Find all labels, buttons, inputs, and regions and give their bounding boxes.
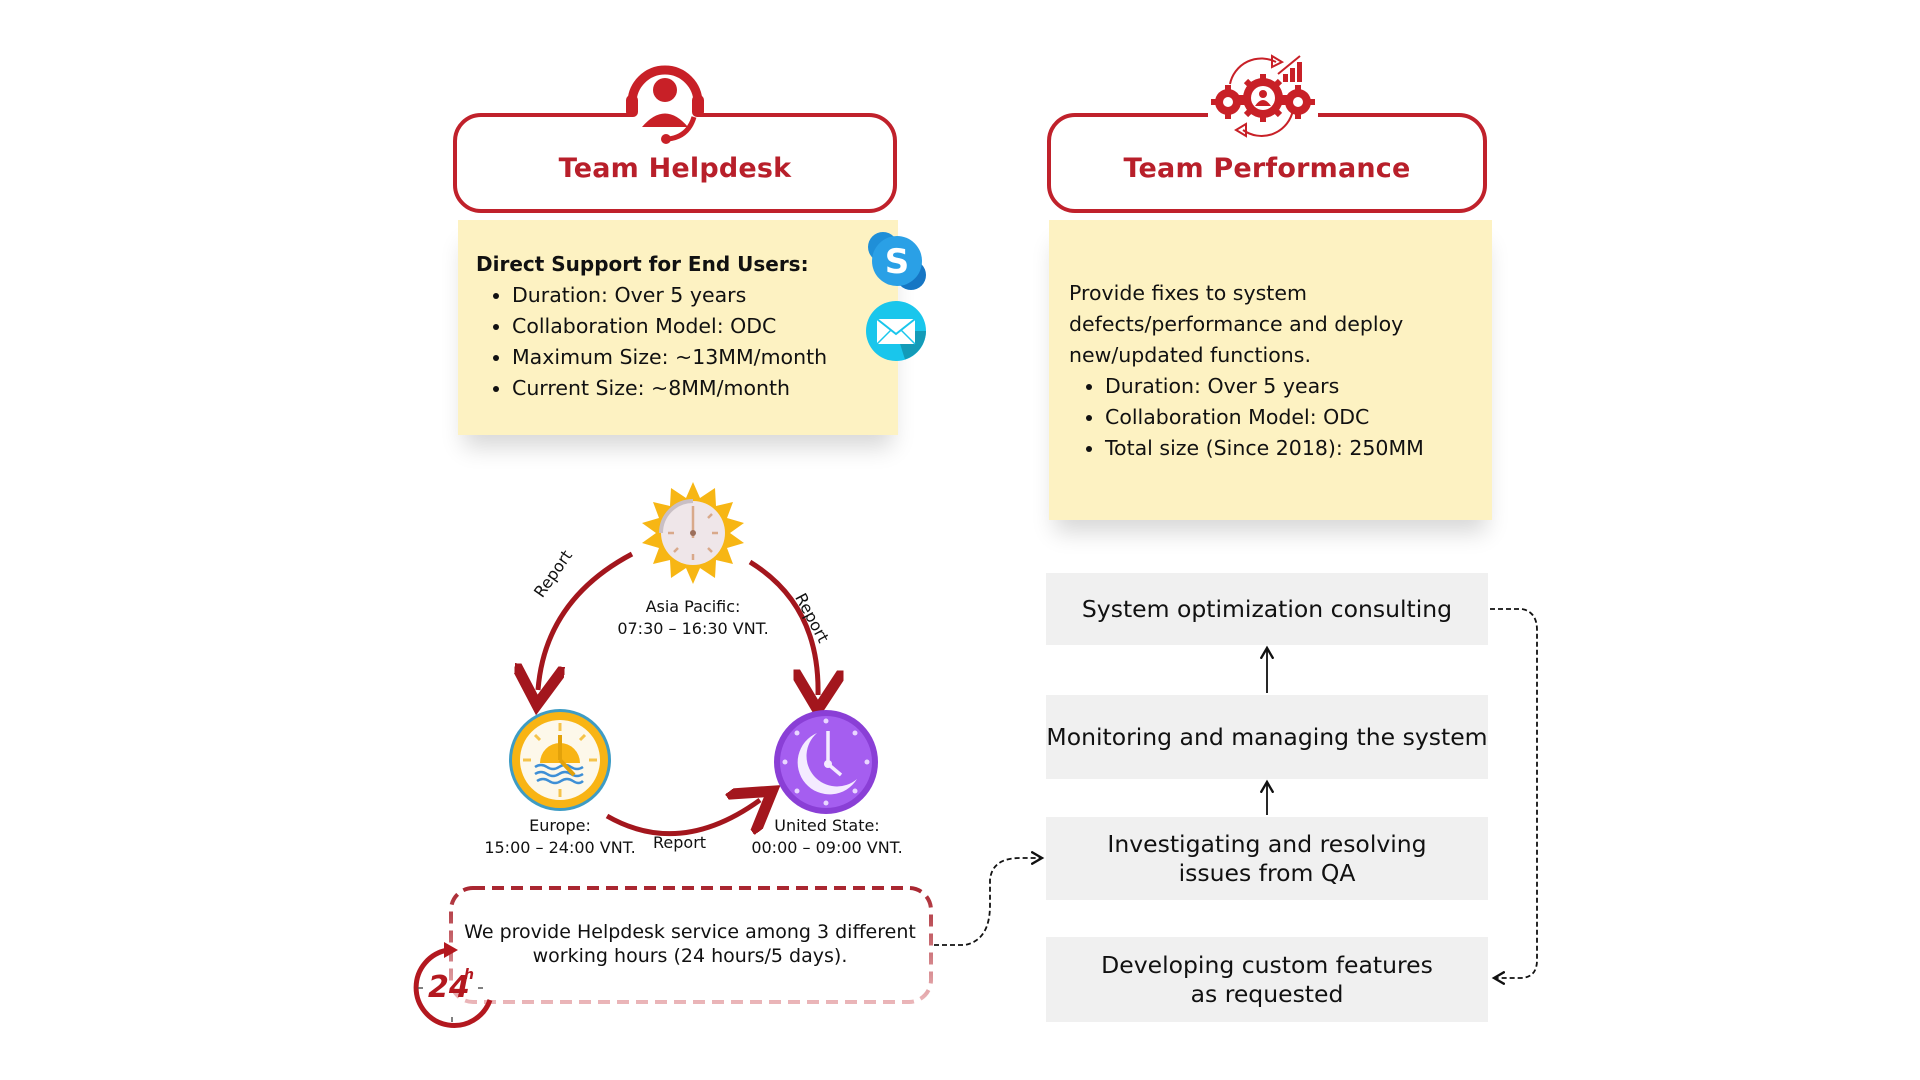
helpdesk-note: Direct Support for End Users: Duration: … <box>458 220 898 435</box>
performance-description-line: Provide fixes to system <box>1069 281 1307 305</box>
service-note: We provide Helpdesk service among 3 diff… <box>448 885 932 1003</box>
team-helpdesk-title: Team Helpdesk <box>558 152 792 184</box>
sun-clock-icon <box>642 482 744 584</box>
list-item: Collaboration Model: ODC <box>1105 402 1492 433</box>
sunset-clock-icon <box>509 709 611 811</box>
24h-clock-icon: 24 h <box>406 942 496 1032</box>
list-item: Duration: Over 5 years <box>1105 371 1492 402</box>
24h-badge-number: 24 <box>428 970 470 1005</box>
region-name: United State: <box>774 816 880 835</box>
headset-support-icon <box>626 59 704 144</box>
report-arrow-asia-to-europe <box>538 551 634 690</box>
performance-description-line: new/updated functions. <box>1069 343 1311 367</box>
performance-description-line: defects/performance and deploy <box>1069 312 1404 336</box>
service-note-line: We provide Helpdesk service among 3 diff… <box>464 921 916 943</box>
performance-details-list: Duration: Over 5 years Collaboration Mod… <box>1069 371 1492 464</box>
report-arrow-asia-to-us <box>748 559 818 695</box>
dashed-arrow-service-to-investigating <box>934 858 1042 946</box>
region-caption-us: United State: 00:00 – 09:00 VNT. <box>727 815 927 859</box>
24h-badge-unit: h <box>464 967 474 983</box>
region-caption-asia: Asia Pacific: 07:30 – 16:30 VNT. <box>593 596 793 640</box>
email-icon <box>866 301 926 361</box>
service-note-line: working hours (24 hours/5 days). <box>532 945 848 967</box>
report-label-bottom: Report <box>653 833 707 852</box>
list-item: Current Size: ~8MM/month <box>512 373 898 404</box>
flow-step-label: Monitoring and managing the system <box>1046 722 1488 751</box>
region-name: Asia Pacific: <box>645 597 741 616</box>
list-item: Total size (Since 2018): 250MM <box>1105 433 1492 464</box>
performance-note: Provide fixes to system defects/performa… <box>1049 220 1492 520</box>
region-hours: 00:00 – 09:00 VNT. <box>751 838 903 857</box>
team-performance-title: Team Performance <box>1123 152 1411 184</box>
dashed-arrow-optimization-to-developing <box>1490 608 1538 978</box>
region-caption-europe: Europe: 15:00 – 24:00 VNT. <box>460 815 660 859</box>
svg-text:S: S <box>885 242 910 282</box>
region-hours: 07:30 – 16:30 VNT. <box>617 619 769 638</box>
flow-step-developing: Developing custom features as requested <box>1046 937 1488 1022</box>
report-arrow-europe-to-us <box>605 800 760 837</box>
list-item: Collaboration Model: ODC <box>512 311 898 342</box>
region-name: Europe: <box>529 816 591 835</box>
flow-step-label: Developing custom features as requested <box>1101 950 1433 1008</box>
flow-step-optimization: System optimization consulting <box>1046 573 1488 645</box>
team-performance-header: Team Performance <box>1047 113 1487 213</box>
moon-clock-icon <box>774 710 878 814</box>
gears-performance-icon <box>1208 54 1318 138</box>
service-note-border <box>449 886 933 1004</box>
flow-step-label: System optimization consulting <box>1081 594 1453 623</box>
flow-step-investigating: Investigating and resolving issues from … <box>1046 817 1488 900</box>
list-item: Duration: Over 5 years <box>512 280 898 311</box>
flow-step-label: Investigating and resolving issues from … <box>1107 829 1427 887</box>
list-item: Maximum Size: ~13MM/month <box>512 342 898 373</box>
helpdesk-details-list: Duration: Over 5 years Collaboration Mod… <box>476 280 898 404</box>
skype-icon: S <box>868 232 926 290</box>
region-hours: 15:00 – 24:00 VNT. <box>484 838 636 857</box>
helpdesk-note-title: Direct Support for End Users: <box>476 252 809 276</box>
flow-step-monitoring: Monitoring and managing the system <box>1046 695 1488 779</box>
